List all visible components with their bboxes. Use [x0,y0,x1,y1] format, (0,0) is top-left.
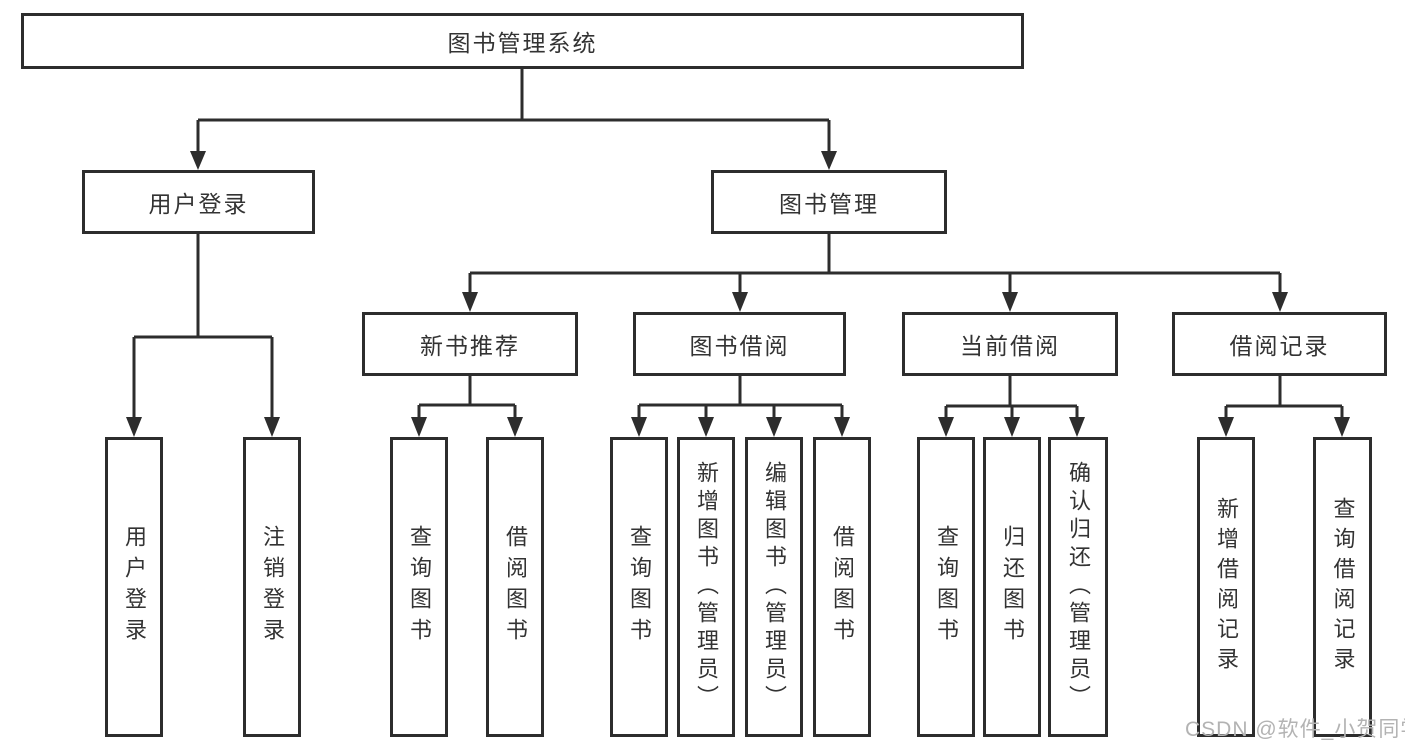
node-current-borrow: 当前借阅 [902,312,1118,376]
arrowhead [698,417,714,437]
arrowhead [821,151,837,170]
arrowhead [1002,292,1018,312]
leaf-return-book: 归还图书 [983,437,1041,737]
node-user-login: 用户登录 [82,170,315,234]
arrowhead [1334,417,1350,437]
leaf-query-book-2: 查询图书 [610,437,668,737]
connector-new-book [417,376,517,419]
arrowhead [1069,417,1085,437]
arrowhead [507,417,523,437]
leaf-borrow-book-1: 借阅图书 [486,437,544,737]
arrowhead [834,417,850,437]
leaf-borrow-book-2: 借阅图书 [813,437,871,737]
arrowhead [126,417,142,437]
connector-user-login [132,234,274,419]
leaf-query-borrow-record: 查询借阅记录 [1313,437,1372,737]
arrowhead [1272,292,1288,312]
node-book-borrow: 图书借阅 [633,312,846,376]
leaf-logout: 注销登录 [243,437,301,737]
leaf-confirm-return-admin: 确认归还（管理员） [1048,437,1108,737]
arrowhead [631,417,647,437]
node-borrow-record: 借阅记录 [1172,312,1387,376]
connector-root-to-level2 [196,69,831,153]
leaf-query-book-3: 查询图书 [917,437,975,737]
node-book-management: 图书管理 [711,170,947,234]
connector-borrow-record [1224,376,1344,419]
connector-current-borrow [944,376,1079,419]
arrowhead [766,417,782,437]
connector-book-management [468,234,1282,294]
arrowhead [1218,417,1234,437]
node-root: 图书管理系统 [21,13,1024,69]
arrowhead [264,417,280,437]
leaf-add-borrow-record: 新增借阅记录 [1197,437,1255,737]
leaf-query-book-1: 查询图书 [390,437,448,737]
watermark: CSDN @软件_小贺同学 [1185,718,1405,741]
arrowhead [938,417,954,437]
arrowhead [462,292,478,312]
leaf-edit-book-admin: 编辑图书（管理员） [745,437,803,737]
connector-book-borrow [637,376,844,419]
arrowhead [732,292,748,312]
arrowhead [190,151,206,170]
arrowhead [1004,417,1020,437]
node-new-book-recommend: 新书推荐 [362,312,578,376]
leaf-add-book-admin: 新增图书（管理员） [677,437,735,737]
arrowhead [411,417,427,437]
leaf-user-login: 用户登录 [105,437,163,737]
